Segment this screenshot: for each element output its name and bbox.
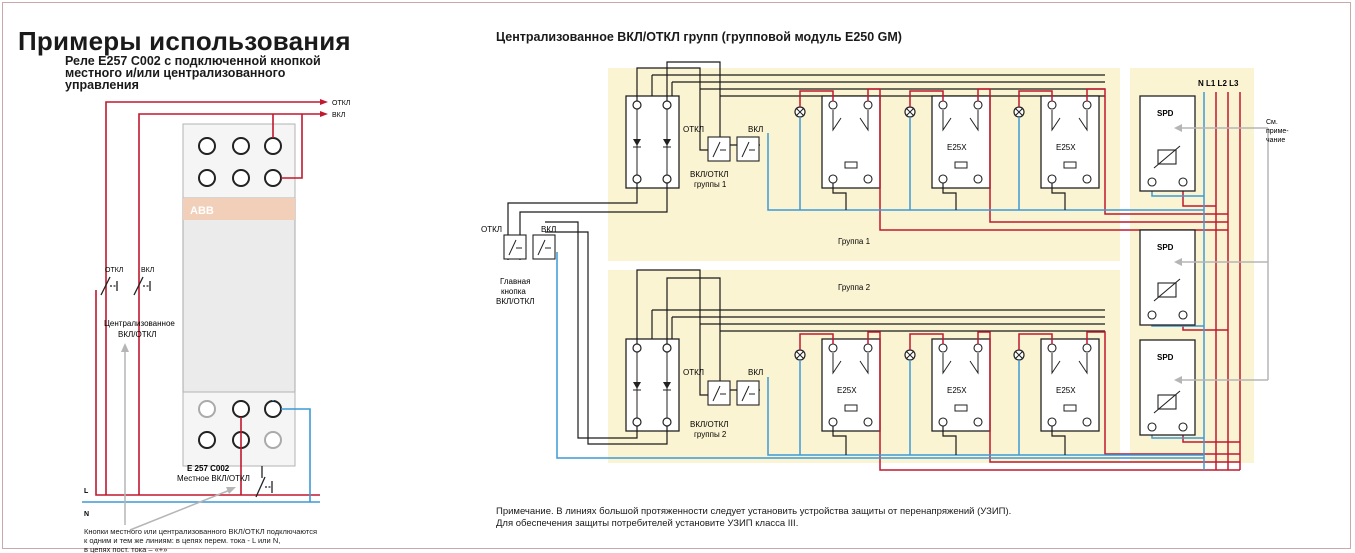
relays: [821, 95, 1100, 432]
note-pointers: [1180, 127, 1269, 381]
phase-labels: N L1 L2 L3: [1198, 79, 1239, 88]
switch-off-label: ОТКЛ: [105, 267, 124, 274]
central-switch: [100, 276, 151, 296]
group-1-label: Группа 1: [838, 237, 871, 246]
footnote-line-2: к одним и тем же линиям: в цепях перем. …: [84, 536, 281, 545]
footnote-line-1: Кнопки местного или централизованного ВК…: [84, 527, 318, 536]
line-L-label: L: [84, 488, 89, 495]
group-module-1: [625, 95, 680, 189]
diagram-title: Централизованное ВКЛ/ОТКЛ групп (группов…: [496, 30, 902, 44]
relay-label: E25X: [837, 386, 857, 395]
group-control-diagram: E25X E25X E25X E25X E25X: [481, 61, 1289, 471]
group-module-2: [625, 338, 680, 432]
page-title: Примеры использования: [18, 26, 351, 56]
group2-on-label: ВКЛ: [748, 368, 763, 377]
relay-label: E25X: [1056, 386, 1076, 395]
spd-label: SPD: [1157, 243, 1174, 252]
local-switch: [255, 466, 273, 498]
module-terminals: [632, 100, 672, 427]
group2-off-label: ОТКЛ: [683, 368, 704, 377]
main-on-label: ВКЛ: [541, 225, 556, 234]
group1-switch-label-1: ВКЛ/ОТКЛ: [690, 170, 729, 179]
line-N-label: N: [84, 511, 89, 518]
local-label: Местное ВКЛ/ОТКЛ: [177, 474, 250, 483]
note-line-1: Примечание. В линиях большой протяженнос…: [496, 506, 1012, 517]
main-button-label-2: кнопка: [501, 287, 526, 296]
bottom-terminals: [198, 400, 282, 449]
see-note-3: чание: [1266, 137, 1285, 144]
subtitle-line-2: местного и/или централизованного: [65, 66, 286, 80]
arrow-on-icon: [320, 111, 328, 117]
lamp-wires: [799, 88, 1241, 471]
spd-label: SPD: [1157, 109, 1174, 118]
subtitle-line-3: управления: [65, 78, 139, 92]
spd-devices: [1139, 95, 1196, 436]
see-note-2: приме-: [1266, 128, 1289, 135]
group-2-label: Группа 2: [838, 283, 871, 292]
group2-switch-label-2: группы 2: [694, 430, 727, 439]
relay-contacts: [832, 110, 1088, 412]
wire-off: [105, 101, 324, 290]
arrow-off-icon: [320, 99, 328, 105]
abb-band: [183, 198, 295, 220]
subtitle-line-1: Реле E257 C002 с подключенной кнопкой: [65, 54, 321, 68]
relay-label: E25X: [947, 143, 967, 152]
switch-on-label: ВКЛ: [141, 267, 155, 274]
line-L: [95, 290, 320, 496]
central-label-2: ВКЛ/ОТКЛ: [118, 330, 157, 339]
group1-on-label: ВКЛ: [748, 125, 763, 134]
neutral-wires: [556, 92, 1205, 470]
varistor-icons: [1153, 145, 1181, 414]
central-label-1: Централизованное: [104, 319, 175, 328]
wire-top-link: [281, 114, 303, 179]
pointer-local: [129, 489, 231, 531]
relay-terminals: [828, 100, 1092, 427]
left-on-label: ВКЛ: [332, 112, 346, 119]
group2-switch-label-1: ВКЛ/ОТКЛ: [690, 420, 729, 429]
wire-on: [138, 113, 324, 290]
note-line-2: Для обеспечения защиты потребителей уста…: [496, 518, 799, 529]
relay-label: E25X: [1056, 143, 1076, 152]
footnote-line-3: в цепях пост. тока – «+»: [84, 545, 168, 553]
device-model: E 257 C002: [187, 464, 230, 473]
relay-label: E25X: [947, 386, 967, 395]
see-note-1: См.: [1266, 119, 1278, 126]
group1-switch-label-2: группы 1: [694, 180, 727, 189]
spd-label: SPD: [1157, 353, 1174, 362]
left-off-label: ОТКЛ: [332, 100, 351, 107]
relay-wiring-diagram: ABB ОТКЛ ВКЛ: [82, 99, 351, 531]
main-button-label-3: ВКЛ/ОТКЛ: [496, 297, 535, 306]
main-off-label: ОТКЛ: [481, 225, 502, 234]
top-terminals: [198, 137, 282, 187]
wire-neutral: [281, 408, 311, 502]
relay-top-terminals: [182, 123, 296, 199]
control-wires: [507, 61, 1066, 455]
group-2-bus: [652, 309, 1105, 332]
main-button-label-1: Главная: [500, 277, 530, 286]
group1-off-label: ОТКЛ: [683, 125, 704, 134]
abb-logo: ABB: [190, 205, 214, 217]
